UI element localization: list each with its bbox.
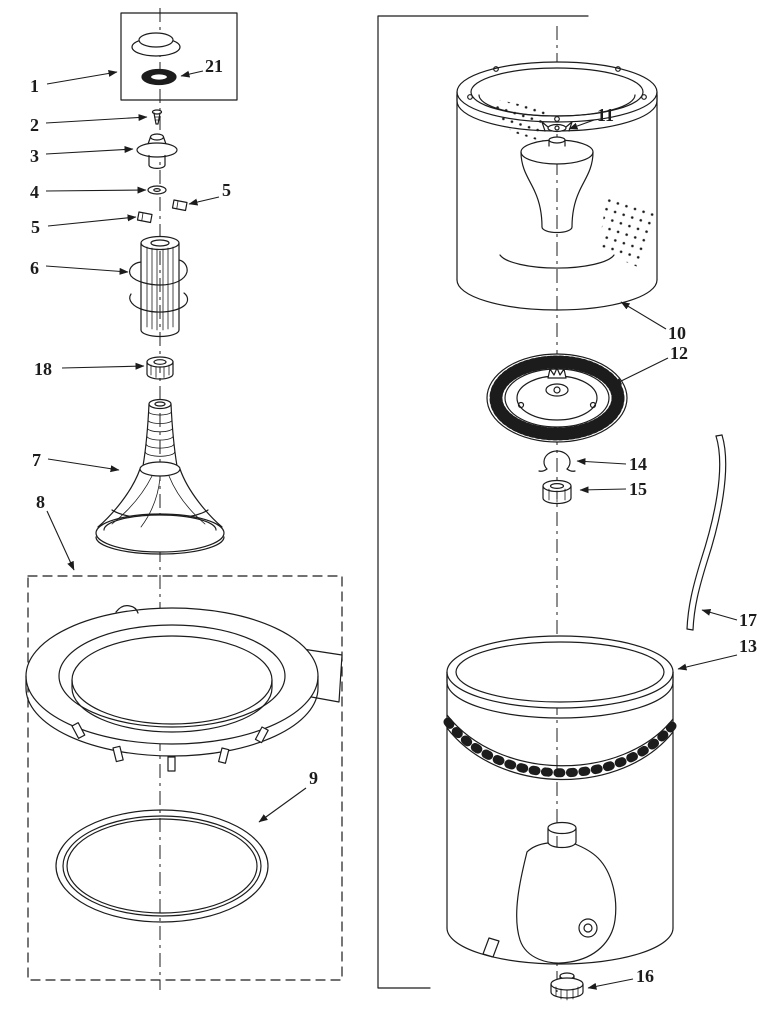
leader-line xyxy=(701,608,738,621)
leader-line xyxy=(579,486,627,494)
leader-line xyxy=(47,458,120,473)
part-16-drawing xyxy=(550,972,584,1001)
part-5-left-drawing xyxy=(136,211,153,224)
part-number: 8 xyxy=(36,492,45,512)
part-number: 18 xyxy=(34,359,52,379)
callout-5-left: 5 xyxy=(31,214,137,237)
part-3-drawing xyxy=(136,133,178,169)
part-number: 10 xyxy=(668,323,686,343)
leader-line xyxy=(45,186,147,194)
part-number: 9 xyxy=(309,768,318,788)
leader-line xyxy=(46,69,118,85)
callout-8: 8 xyxy=(36,492,75,571)
callout-12: 12 xyxy=(612,343,688,386)
part-number: 13 xyxy=(739,636,757,656)
part-4-drawing xyxy=(147,185,167,195)
part-21-drawing xyxy=(141,68,177,86)
leader-line xyxy=(188,196,220,206)
leader-line xyxy=(45,145,134,155)
leader-line xyxy=(61,362,145,370)
callout-16: 16 xyxy=(587,966,654,990)
part-11-drawing xyxy=(541,121,573,133)
leader-line xyxy=(180,70,204,78)
part-1-drawing xyxy=(131,32,181,57)
callout-21: 21 xyxy=(180,56,223,78)
part-number: 4 xyxy=(30,182,39,202)
part-15-drawing xyxy=(542,479,572,505)
part-number: 12 xyxy=(670,343,688,363)
part-13-drawing xyxy=(443,635,677,965)
callout-9: 9 xyxy=(258,768,318,823)
callout-10: 10 xyxy=(620,301,686,343)
callout-3: 3 xyxy=(30,145,134,166)
part-18-drawing xyxy=(146,356,174,380)
frame-border xyxy=(377,15,589,989)
part-number: 5 xyxy=(31,217,40,237)
callout-18: 18 xyxy=(34,359,145,379)
callout-5-right: 5 xyxy=(188,180,231,206)
part-17-drawing xyxy=(686,434,727,631)
part-number: 1 xyxy=(30,76,39,96)
part-number: 3 xyxy=(30,146,39,166)
part-14-drawing xyxy=(538,450,576,472)
callout-1: 1 xyxy=(30,69,118,96)
part-number: 14 xyxy=(629,454,647,474)
leader-line xyxy=(677,654,738,671)
leader-line xyxy=(620,301,667,330)
leader-line xyxy=(46,510,75,571)
part-6-drawing xyxy=(129,235,189,338)
part-number: 16 xyxy=(636,966,654,986)
part-10-drawing xyxy=(456,61,658,311)
part-number: 15 xyxy=(629,479,647,499)
part-5-right-drawing xyxy=(171,199,188,212)
part-number: 6 xyxy=(30,258,39,278)
part-9-drawing xyxy=(55,809,269,923)
part-number: 7 xyxy=(32,450,41,470)
leader-line xyxy=(45,265,129,275)
leader-line xyxy=(258,787,307,823)
leader-line xyxy=(587,978,634,990)
tub-ring-drawing xyxy=(25,605,343,772)
detail-box xyxy=(120,12,238,101)
leader-line xyxy=(47,214,137,227)
part-12-drawing xyxy=(486,353,628,443)
callout-4: 4 xyxy=(30,182,147,202)
part-8-dashed-box xyxy=(27,575,343,981)
leader-line xyxy=(612,357,669,386)
part-7-drawing xyxy=(95,398,225,555)
part-number: 2 xyxy=(30,115,39,135)
callout-7: 7 xyxy=(32,450,120,473)
callout-2: 2 xyxy=(30,114,148,135)
callout-14: 14 xyxy=(576,454,647,474)
leader-line xyxy=(568,119,595,130)
part-number: 11 xyxy=(597,105,614,125)
callout-11: 11 xyxy=(568,105,614,130)
leader-line xyxy=(576,458,627,466)
part-2-drawing xyxy=(151,109,163,125)
callouts: 1 21 2 3 4 5 5 6 xyxy=(30,56,757,990)
part-number: 17 xyxy=(739,610,757,630)
callout-17: 17 xyxy=(701,608,757,630)
callout-13: 13 xyxy=(677,636,757,671)
callout-6: 6 xyxy=(30,258,129,278)
leader-line xyxy=(45,114,148,124)
part-number: 5 xyxy=(222,180,231,200)
callout-15: 15 xyxy=(579,479,647,499)
part-number: 21 xyxy=(205,56,223,76)
